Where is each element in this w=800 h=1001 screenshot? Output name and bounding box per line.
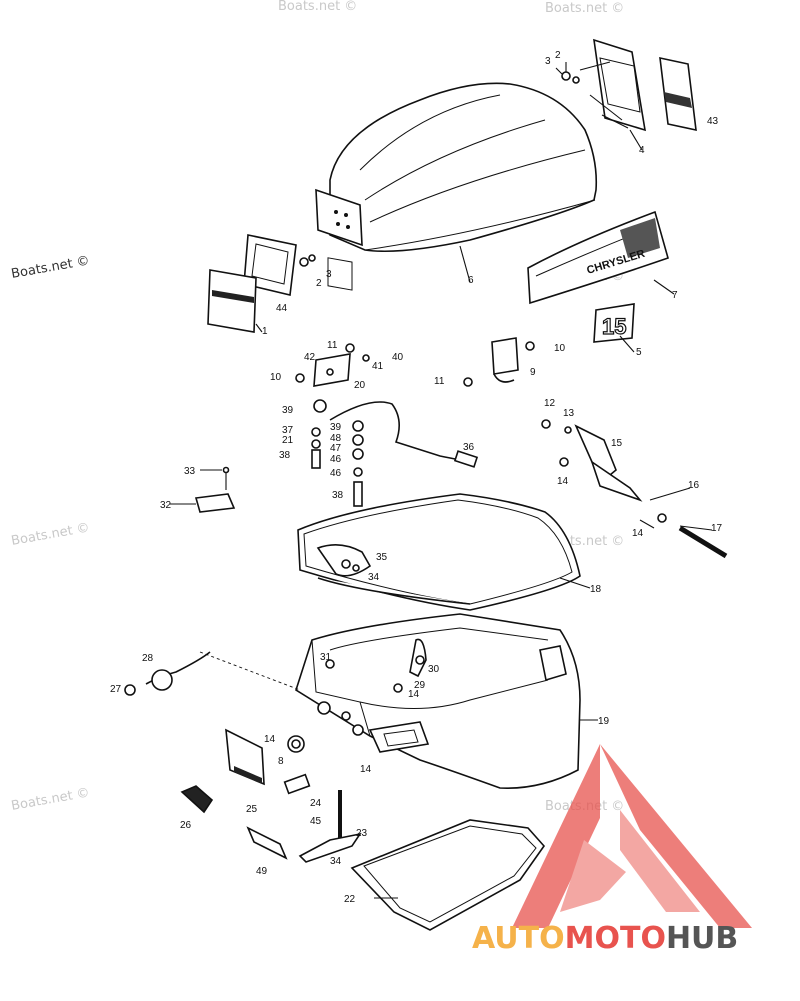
callout-16: 16 bbox=[688, 480, 700, 491]
top-seal bbox=[297, 493, 581, 611]
decal-43 bbox=[659, 56, 697, 132]
callout-23: 23 bbox=[356, 828, 368, 839]
callout-10b: 10 bbox=[554, 343, 566, 354]
callout-14c: 14 bbox=[408, 689, 420, 700]
watermark-7: Boats.net © bbox=[10, 785, 91, 814]
callout-11a: 11 bbox=[327, 340, 338, 351]
callout-4: 4 bbox=[639, 145, 645, 156]
callout-8: 8 bbox=[278, 756, 284, 767]
choke-knob bbox=[180, 728, 311, 814]
callout-35: 35 bbox=[376, 552, 388, 563]
logo-word-moto: MOTO bbox=[565, 921, 666, 956]
callout-48: 48 bbox=[330, 433, 342, 444]
callout-10a: 10 bbox=[270, 372, 282, 383]
callout-25: 25 bbox=[246, 804, 258, 815]
watermark-2: Boats.net © bbox=[545, 1, 624, 16]
callout-17: 17 bbox=[711, 523, 723, 534]
callout-11b: 11 bbox=[434, 376, 445, 387]
callout-19: 19 bbox=[598, 716, 610, 727]
logo-word-auto: AUTO bbox=[472, 921, 565, 956]
callout-14e: 14 bbox=[360, 764, 372, 775]
callout-numbers: 1 2 3 4 43 2 3 6 44 7 5 11 42 40 41 10 2… bbox=[110, 50, 723, 905]
callout-46b: 46 bbox=[330, 468, 342, 479]
callout-12: 12 bbox=[544, 398, 556, 409]
latch-bracket-right bbox=[463, 337, 535, 387]
callout-40: 40 bbox=[392, 352, 404, 363]
callout-1: 1 bbox=[262, 326, 268, 337]
callout-46a: 46 bbox=[330, 454, 342, 465]
decal-49 bbox=[246, 826, 288, 860]
callout-47: 47 bbox=[330, 443, 342, 454]
watermark-1: Boats.net © bbox=[278, 0, 357, 14]
watermark-5: Boats.net © bbox=[10, 520, 91, 549]
callout-27: 27 bbox=[110, 684, 122, 695]
callout-20: 20 bbox=[354, 380, 366, 391]
rear-plate bbox=[561, 38, 647, 132]
callout-31: 31 bbox=[320, 652, 332, 663]
callout-7: 7 bbox=[672, 290, 678, 301]
side-plate bbox=[207, 234, 316, 333]
callout-14d: 14 bbox=[264, 734, 276, 745]
plate-32 bbox=[194, 466, 236, 513]
logo-word-hub: HUB bbox=[666, 921, 738, 956]
callout-38a: 38 bbox=[279, 450, 291, 461]
top-cowl bbox=[315, 82, 598, 291]
callout-2b: 2 bbox=[316, 278, 322, 289]
callout-2a: 2 bbox=[555, 50, 561, 61]
callout-30: 30 bbox=[428, 664, 440, 675]
callout-39a: 39 bbox=[282, 405, 294, 416]
callout-21: 21 bbox=[282, 435, 294, 446]
callout-41: 41 bbox=[372, 361, 384, 372]
callout-42: 42 bbox=[304, 352, 316, 363]
callout-14b: 14 bbox=[632, 528, 644, 539]
rod-23 bbox=[298, 790, 362, 863]
callout-39b: 39 bbox=[330, 422, 342, 433]
callout-18: 18 bbox=[590, 584, 602, 595]
svg-text:AUTOMOTOHUB: AUTOMOTOHUB bbox=[472, 921, 738, 956]
callout-44: 44 bbox=[276, 303, 288, 314]
callout-3a: 3 bbox=[545, 56, 551, 67]
right-latch bbox=[541, 419, 728, 559]
callout-15: 15 bbox=[611, 438, 623, 449]
callout-34a: 34 bbox=[368, 572, 380, 583]
cable-28 bbox=[124, 651, 301, 696]
callout-38b: 38 bbox=[332, 490, 344, 501]
callout-36: 36 bbox=[463, 442, 475, 453]
bottom-gasket bbox=[350, 819, 546, 931]
decal-7: CHRYSLER bbox=[527, 210, 669, 305]
callout-32: 32 bbox=[160, 500, 172, 511]
callout-9: 9 bbox=[530, 367, 536, 378]
watermark-3: Boats.net © bbox=[10, 253, 91, 282]
logo-triangle-icon bbox=[512, 744, 752, 928]
latch-bracket-left bbox=[295, 343, 370, 387]
callout-3b: 3 bbox=[326, 269, 332, 280]
callout-33: 33 bbox=[184, 466, 196, 477]
callout-49: 49 bbox=[256, 866, 268, 877]
bottom-cowl bbox=[295, 613, 581, 789]
callout-13: 13 bbox=[563, 408, 575, 419]
callout-5: 5 bbox=[636, 347, 642, 358]
callout-34b: 34 bbox=[330, 856, 342, 867]
callout-43: 43 bbox=[707, 116, 719, 127]
callout-22: 22 bbox=[344, 894, 356, 905]
decal-number-text: 15 bbox=[602, 314, 626, 339]
callout-14a: 14 bbox=[557, 476, 569, 487]
callout-28: 28 bbox=[142, 653, 154, 664]
automotohub-logo: AUTOMOTOHUB bbox=[472, 744, 752, 956]
callout-45: 45 bbox=[310, 816, 322, 827]
callout-37: 37 bbox=[282, 425, 294, 436]
leader-lines bbox=[170, 62, 713, 899]
latch-plate bbox=[316, 544, 471, 605]
callout-29: 29 bbox=[414, 680, 426, 691]
callout-6: 6 bbox=[468, 275, 474, 286]
callout-26: 26 bbox=[180, 820, 192, 831]
decal-5: 15 bbox=[593, 303, 635, 343]
latch-lever bbox=[311, 399, 479, 507]
callout-24: 24 bbox=[310, 798, 322, 809]
